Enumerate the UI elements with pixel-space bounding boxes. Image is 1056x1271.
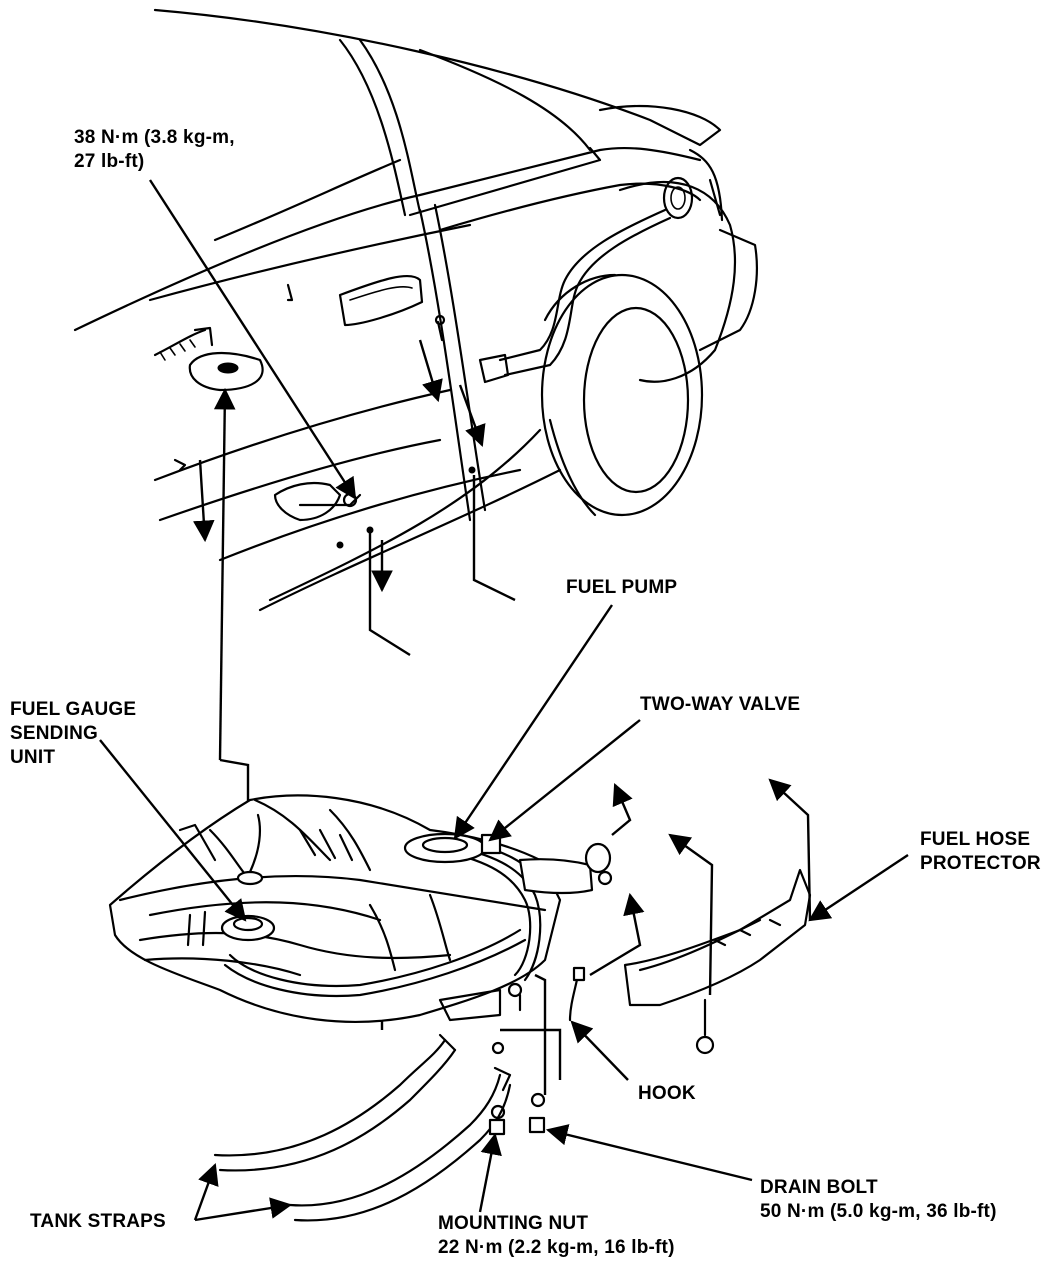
- mounting-nut-line-1: MOUNTING NUT: [438, 1213, 589, 1234]
- label-leaders: [99, 179, 909, 1222]
- tank-straps-label: TANK STRAPS: [30, 1211, 166, 1232]
- hook-label: HOOK: [638, 1083, 696, 1104]
- mounting-nut-label: MOUNTING NUT 22 N·m (2.2 kg-m, 16 lb-ft): [438, 1212, 675, 1260]
- fuel-gauge-line-3: UNIT: [10, 747, 56, 768]
- torque-top-line-2: 27 lb-ft): [74, 151, 145, 172]
- hook-part: [568, 966, 586, 1022]
- drain-bolt-line-1: DRAIN BOLT: [760, 1177, 878, 1198]
- hook-arrow: [589, 892, 645, 977]
- fuel-gauge-label: FUEL GAUGE SENDING UNIT: [10, 698, 136, 770]
- car-body: [73, 8, 758, 612]
- torque-top-label: 38 N·m (3.8 kg-m, 27 lb-ft): [74, 126, 235, 174]
- tank-straps-part: [213, 1033, 546, 1222]
- torque-top-line-1: 38 N·m (3.8 kg-m,: [74, 127, 235, 148]
- mounting-nut-line-2: 22 N·m (2.2 kg-m, 16 lb-ft): [438, 1237, 675, 1258]
- fuel-gauge-line-2: SENDING: [10, 723, 98, 744]
- fuel-hose-protector-line-2: PROTECTOR: [920, 853, 1041, 874]
- fuel-hose-protector-label: FUEL HOSE PROTECTOR: [920, 828, 1041, 876]
- fuel-tank: [108, 794, 613, 1023]
- drain-bolt-label: DRAIN BOLT 50 N·m (5.0 kg-m, 36 lb-ft): [760, 1176, 997, 1224]
- fuel-hose-protector-line-1: FUEL HOSE: [920, 829, 1031, 850]
- two-way-valve-label: TWO-WAY VALVE: [640, 694, 801, 715]
- drain-bolt-line-2: 50 N·m (5.0 kg-m, 36 lb-ft): [760, 1201, 997, 1222]
- bolt-leaders: [500, 973, 562, 1095]
- fuel-hose-protector-part: [623, 778, 812, 1055]
- fuel-pump-label: FUEL PUMP: [566, 577, 678, 598]
- fuel-gauge-line-1: FUEL GAUGE: [10, 699, 137, 720]
- filler-arrow: [611, 783, 633, 836]
